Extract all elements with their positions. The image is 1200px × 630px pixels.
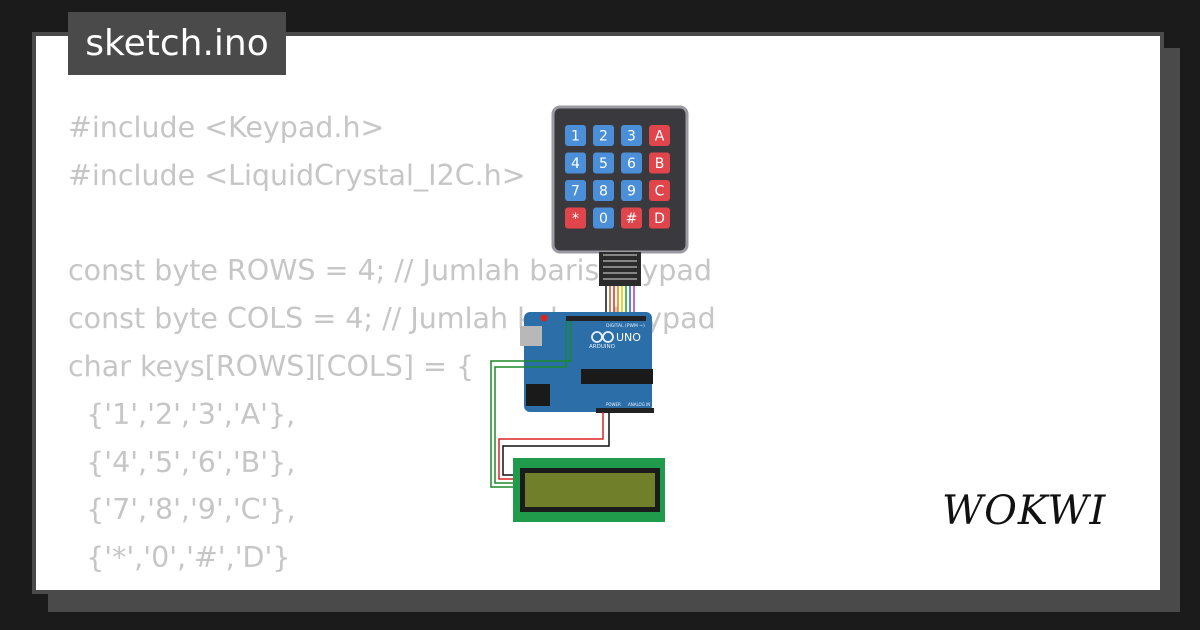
analog-pins-label: ANALOG IN	[628, 402, 650, 407]
keypad-key-label: 4	[571, 156, 580, 172]
keypad-key-label: B	[655, 156, 665, 172]
code-line: {'4','5','6','B'},	[68, 445, 296, 479]
keypad-connector	[599, 252, 641, 286]
keypad-key-B[interactable]: B	[649, 152, 670, 174]
keypad-key-C[interactable]: C	[649, 180, 670, 201]
code-editor[interactable]: #include <Keypad.h> #include <LiquidCryst…	[68, 104, 716, 590]
digital-pins-label: DIGITAL (PWM ~)	[606, 323, 645, 329]
keypad-key-1[interactable]: 1	[565, 125, 586, 146]
keypad-key-0[interactable]: 0	[593, 207, 614, 229]
lcd-wires	[490, 321, 610, 488]
keypad-key-label: A	[655, 129, 665, 145]
power-jack	[526, 384, 550, 406]
circuit-diagram[interactable]: 1 2 3 A 4 5 6 B 7 8 9 C * 0 # D DIGITAL (PWM ~) UNO	[36, 36, 1164, 594]
keypad-key-2[interactable]: 2	[593, 125, 614, 146]
keypad-key-D[interactable]: D	[649, 207, 670, 229]
code-line: {'1','2','3','A'},	[68, 397, 296, 431]
keypad-key-label: *	[572, 211, 579, 227]
power-pins-label: POWER	[606, 402, 621, 407]
keypad-keys: 1 2 3 A 4 5 6 B 7 8 9 C * 0 # D	[565, 125, 670, 229]
keypad-key-label: 7	[571, 184, 580, 200]
keypad-key-label: D	[654, 211, 665, 227]
file-tab[interactable]: sketch.ino	[68, 12, 286, 75]
keypad-key-label: 9	[627, 184, 636, 200]
keypad-key-label: C	[655, 184, 665, 200]
wokwi-logo-text: WOKWI	[942, 488, 1106, 534]
keypad-key-label: 6	[627, 156, 636, 172]
keypad-key-label: 3	[627, 129, 636, 145]
keypad-4x4[interactable]: 1 2 3 A 4 5 6 B 7 8 9 C * 0 # D	[551, 105, 689, 286]
wokwi-logo: WOKWI	[942, 486, 1112, 538]
code-line: char keys[ROWS][COLS] = {	[68, 349, 475, 383]
microcontroller-chip	[581, 369, 653, 384]
keypad-key-label: 5	[599, 156, 608, 172]
wokwi-logo-icon: WOKWI	[942, 488, 1106, 534]
keypad-key-9[interactable]: 9	[621, 180, 642, 201]
keypad-wires	[605, 286, 635, 312]
code-line: #include <LiquidCrystal_I2C.h>	[68, 158, 526, 192]
keypad-key-label: 2	[599, 129, 608, 145]
board-model-label: UNO	[616, 331, 641, 344]
keypad-key-5[interactable]: 5	[593, 152, 614, 174]
code-line: #include <Keypad.h>	[68, 111, 385, 144]
keypad-key-3[interactable]: 3	[621, 125, 642, 146]
keypad-key-#[interactable]: #	[621, 207, 642, 229]
board-pcb	[524, 312, 652, 412]
board-brand-label: ARDUINO	[589, 344, 616, 350]
arduino-logo-icon	[591, 331, 614, 343]
code-line: const byte ROWS = 4; // Jumlah baris key…	[68, 254, 712, 288]
keypad-key-label: 1	[571, 129, 580, 145]
keypad-key-7[interactable]: 7	[565, 180, 586, 201]
keypad-key-*[interactable]: *	[565, 207, 586, 229]
keypad-key-8[interactable]: 8	[593, 180, 614, 201]
arduino-uno-board[interactable]: DIGITAL (PWM ~) UNO ARDUINO POWER ANALOG…	[520, 312, 654, 413]
code-line: };	[68, 582, 716, 590]
keypad-key-6[interactable]: 6	[621, 152, 642, 174]
reset-button	[540, 314, 548, 322]
code-line: {'7','8','9','C'},	[68, 493, 296, 527]
code-line: {'*','0','#','D'}	[68, 541, 291, 575]
usb-port	[520, 326, 542, 346]
lcd-1602-display[interactable]	[513, 458, 665, 522]
code-preview-card: #include <Keypad.h> #include <LiquidCryst…	[32, 32, 1164, 594]
keypad-key-label: 8	[599, 184, 608, 200]
keypad-key-4[interactable]: 4	[565, 152, 586, 174]
keypad-key-A[interactable]: A	[649, 125, 670, 146]
keypad-key-label: 0	[599, 211, 608, 227]
lcd-screen	[525, 473, 655, 507]
keypad-key-label: #	[626, 211, 638, 227]
